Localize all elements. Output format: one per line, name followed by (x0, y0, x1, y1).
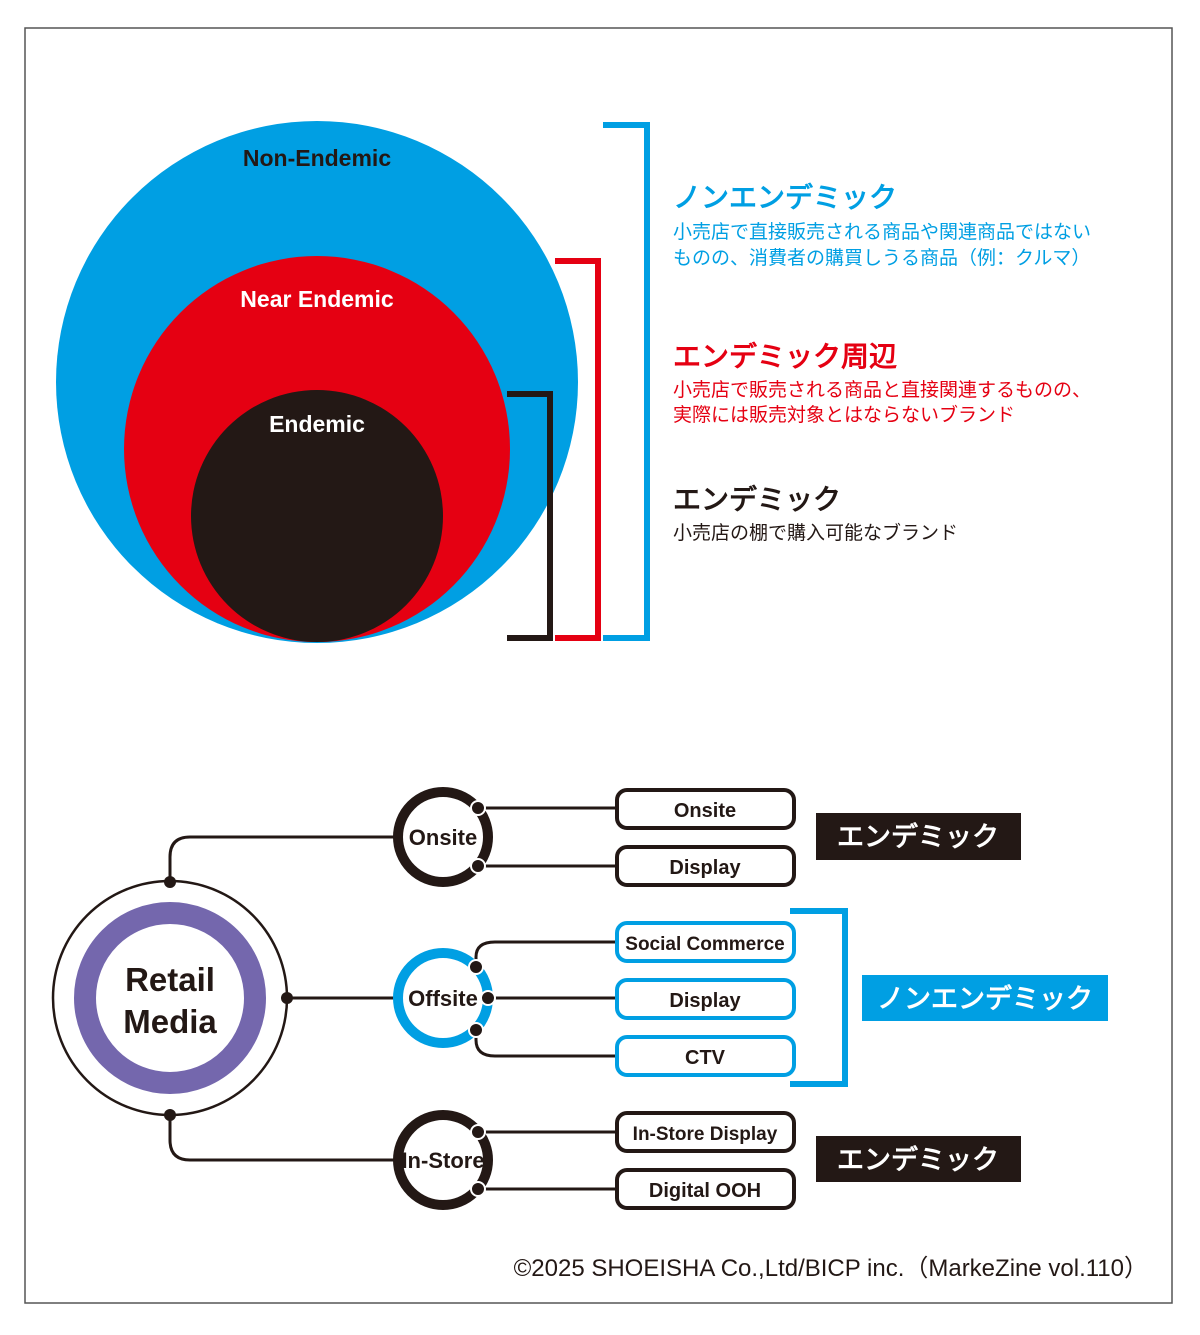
endemic-bracket (507, 391, 553, 641)
offsite-bracket (790, 908, 848, 1087)
non-endemic-label: Non-Endemic (243, 145, 391, 171)
branch-onsite: Onsite (393, 787, 493, 887)
tag-non-endemic-offsite: ノンエンデミック (877, 983, 1093, 1015)
connector-dot (281, 992, 293, 1004)
leaf-digital-ooh: Digital OOH (649, 1180, 761, 1202)
connector-dot (164, 876, 176, 888)
leaf-boxes: Onsite Display Social Commerce Display C… (615, 788, 796, 1210)
legend-desc-line: 小売店で販売される商品と直接関連するものの、 (673, 379, 1091, 401)
connector-dot (164, 1109, 176, 1121)
endemic-circle (191, 390, 443, 642)
branch-offsite: Offsite (393, 948, 496, 1048)
endemic-label: Endemic (269, 411, 365, 437)
tree-connectors (168, 806, 617, 1191)
leaf-social-commerce: Social Commerce (625, 934, 784, 955)
branch-label: Offsite (408, 986, 478, 1011)
non-endemic-bracket (603, 122, 650, 641)
leaf-ctv: CTV (685, 1047, 726, 1069)
near-endemic-bracket (555, 258, 601, 641)
leaf-in-store-display: In-Store Display (633, 1124, 778, 1145)
retail-media-root: Retail Media (51, 876, 293, 1121)
leaf-offsite-display: Display (669, 990, 741, 1012)
root-label-line2: Media (123, 1003, 217, 1040)
leaf-onsite: Onsite (674, 800, 736, 822)
copyright: ©2025 SHOEISHA Co.,Ltd/BICP inc.（MarkeZi… (514, 1255, 1148, 1282)
tag-endemic-onsite: エンデミック (837, 821, 999, 853)
endemic-venn: Non-Endemic Near Endemic Endemic (56, 121, 578, 643)
legend-desc-line: ものの、消費者の購買しうる商品（例：クルマ） (673, 247, 1090, 269)
purple-ring (74, 902, 266, 1094)
legend-title-near-endemic: エンデミック周辺 (673, 340, 897, 373)
legend-title-non-endemic: ノンエンデミック (673, 181, 897, 214)
category-tags: エンデミック ノンエンデミック エンデミック (790, 813, 1108, 1182)
root-label-line1: Retail (125, 961, 215, 998)
branch-in-store: In-Store (393, 1110, 493, 1210)
legend-desc-line: 小売店の棚で購入可能なブランド (673, 521, 958, 544)
legend-desc-line: 小売店で直接販売される商品や関連商品ではない (673, 221, 1091, 243)
leaf-onsite-display: Display (669, 857, 741, 879)
legend: ノンエンデミック 小売店で直接販売される商品や関連商品ではない ものの、消費者の… (673, 181, 1091, 544)
near-endemic-label: Near Endemic (240, 286, 394, 312)
tag-endemic-in-store: エンデミック (837, 1144, 999, 1176)
branch-label: Onsite (409, 825, 477, 850)
frame-border (24, 27, 1173, 1304)
branch-label: In-Store (401, 1148, 484, 1173)
legend-desc-line: 実際には販売対象とはならないブランド (673, 403, 1015, 426)
legend-title-endemic: エンデミック (673, 483, 841, 516)
